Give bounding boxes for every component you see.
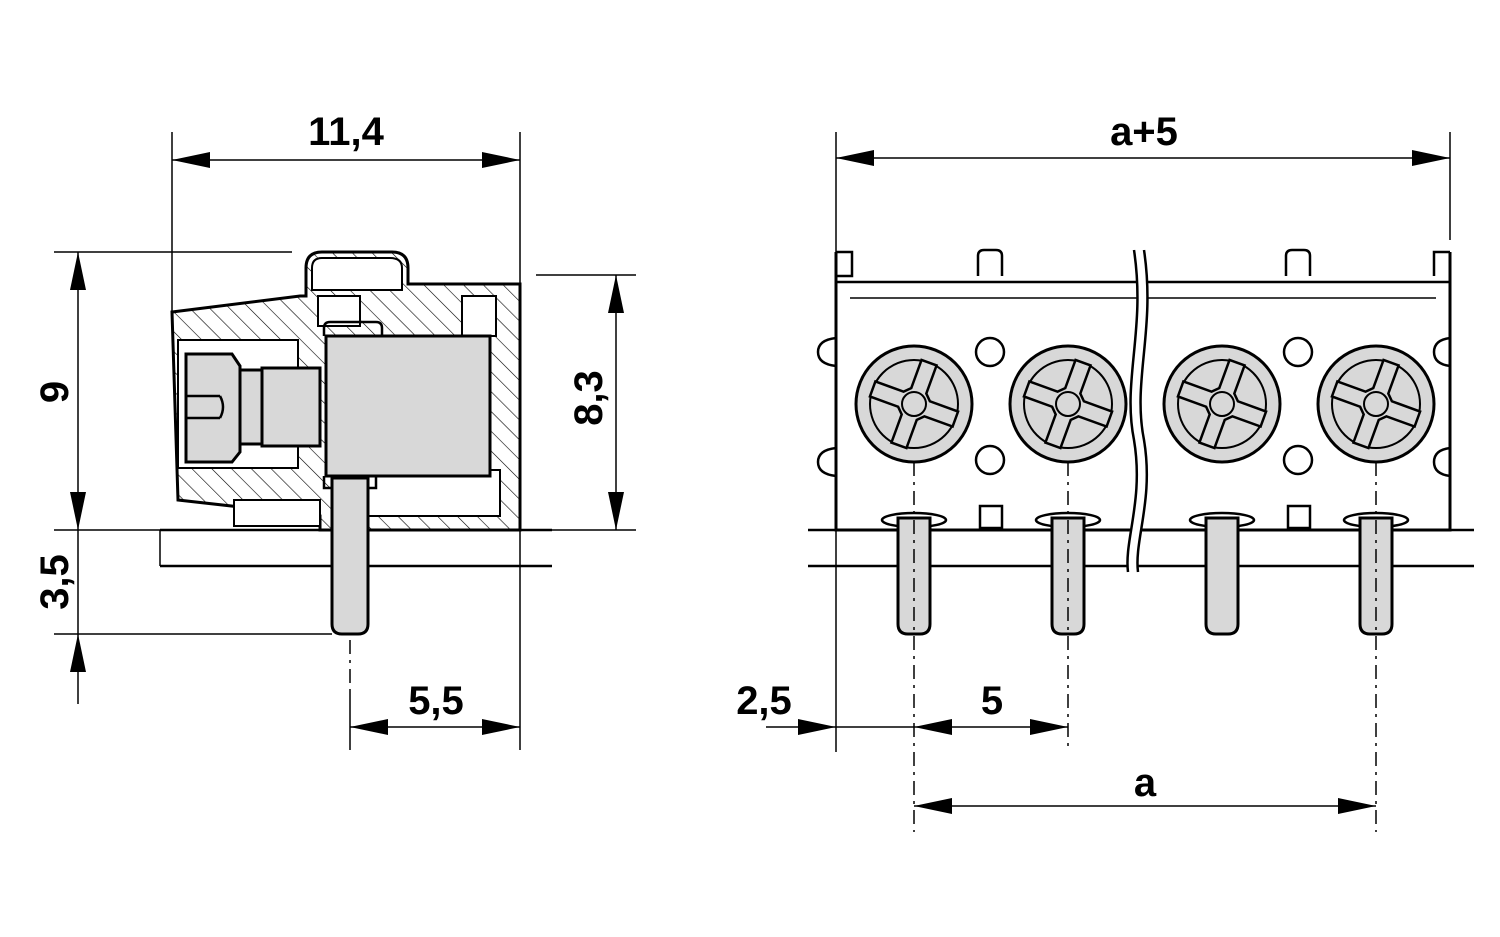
- screw-1: [854, 344, 974, 464]
- screw-4: [1316, 344, 1436, 464]
- dim-pin-length: 3,5: [33, 554, 77, 610]
- housing-section: [170, 250, 522, 532]
- dim-body-height: 8,3: [567, 370, 611, 426]
- screw-2: [1008, 344, 1128, 464]
- front-view: a+5 2,5 5 a: [736, 110, 1474, 832]
- break-line: [1126, 249, 1149, 573]
- dim-side-width: 11,4: [308, 110, 384, 154]
- pin-side: [330, 476, 370, 690]
- dim-edge-to-pin: 2,5: [736, 679, 792, 723]
- dim-pin-to-back: 5,5: [408, 679, 464, 723]
- side-view: 11,4 9 3,5 8,3 5,5: [33, 110, 636, 750]
- dim-side-height: 9: [33, 381, 77, 403]
- dim-span: a: [1134, 761, 1157, 805]
- screw-3: [1162, 344, 1282, 464]
- dim-total-width: a+5: [1110, 110, 1178, 154]
- dim-pitch: 5: [981, 679, 1003, 723]
